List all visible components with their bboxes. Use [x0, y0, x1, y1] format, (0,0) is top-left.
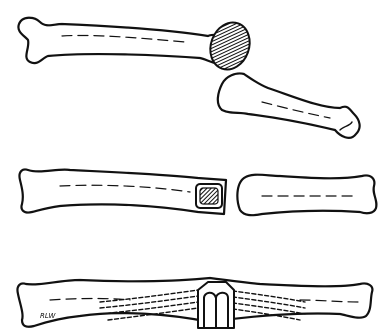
- distal-bone-fragment-1: [218, 73, 360, 137]
- implant-cavity: [196, 184, 222, 208]
- stage-2-group: [19, 169, 376, 215]
- resected-end-surface: [204, 17, 256, 75]
- stage-1-group: [18, 17, 359, 138]
- proximal-bone-with-cavity: [19, 169, 226, 214]
- artist-signature: RLW: [40, 312, 56, 320]
- proximal-bone-resected: [18, 17, 256, 75]
- distal-bone-fragment-2: [237, 175, 376, 216]
- stage-3-group: RLW: [17, 278, 372, 328]
